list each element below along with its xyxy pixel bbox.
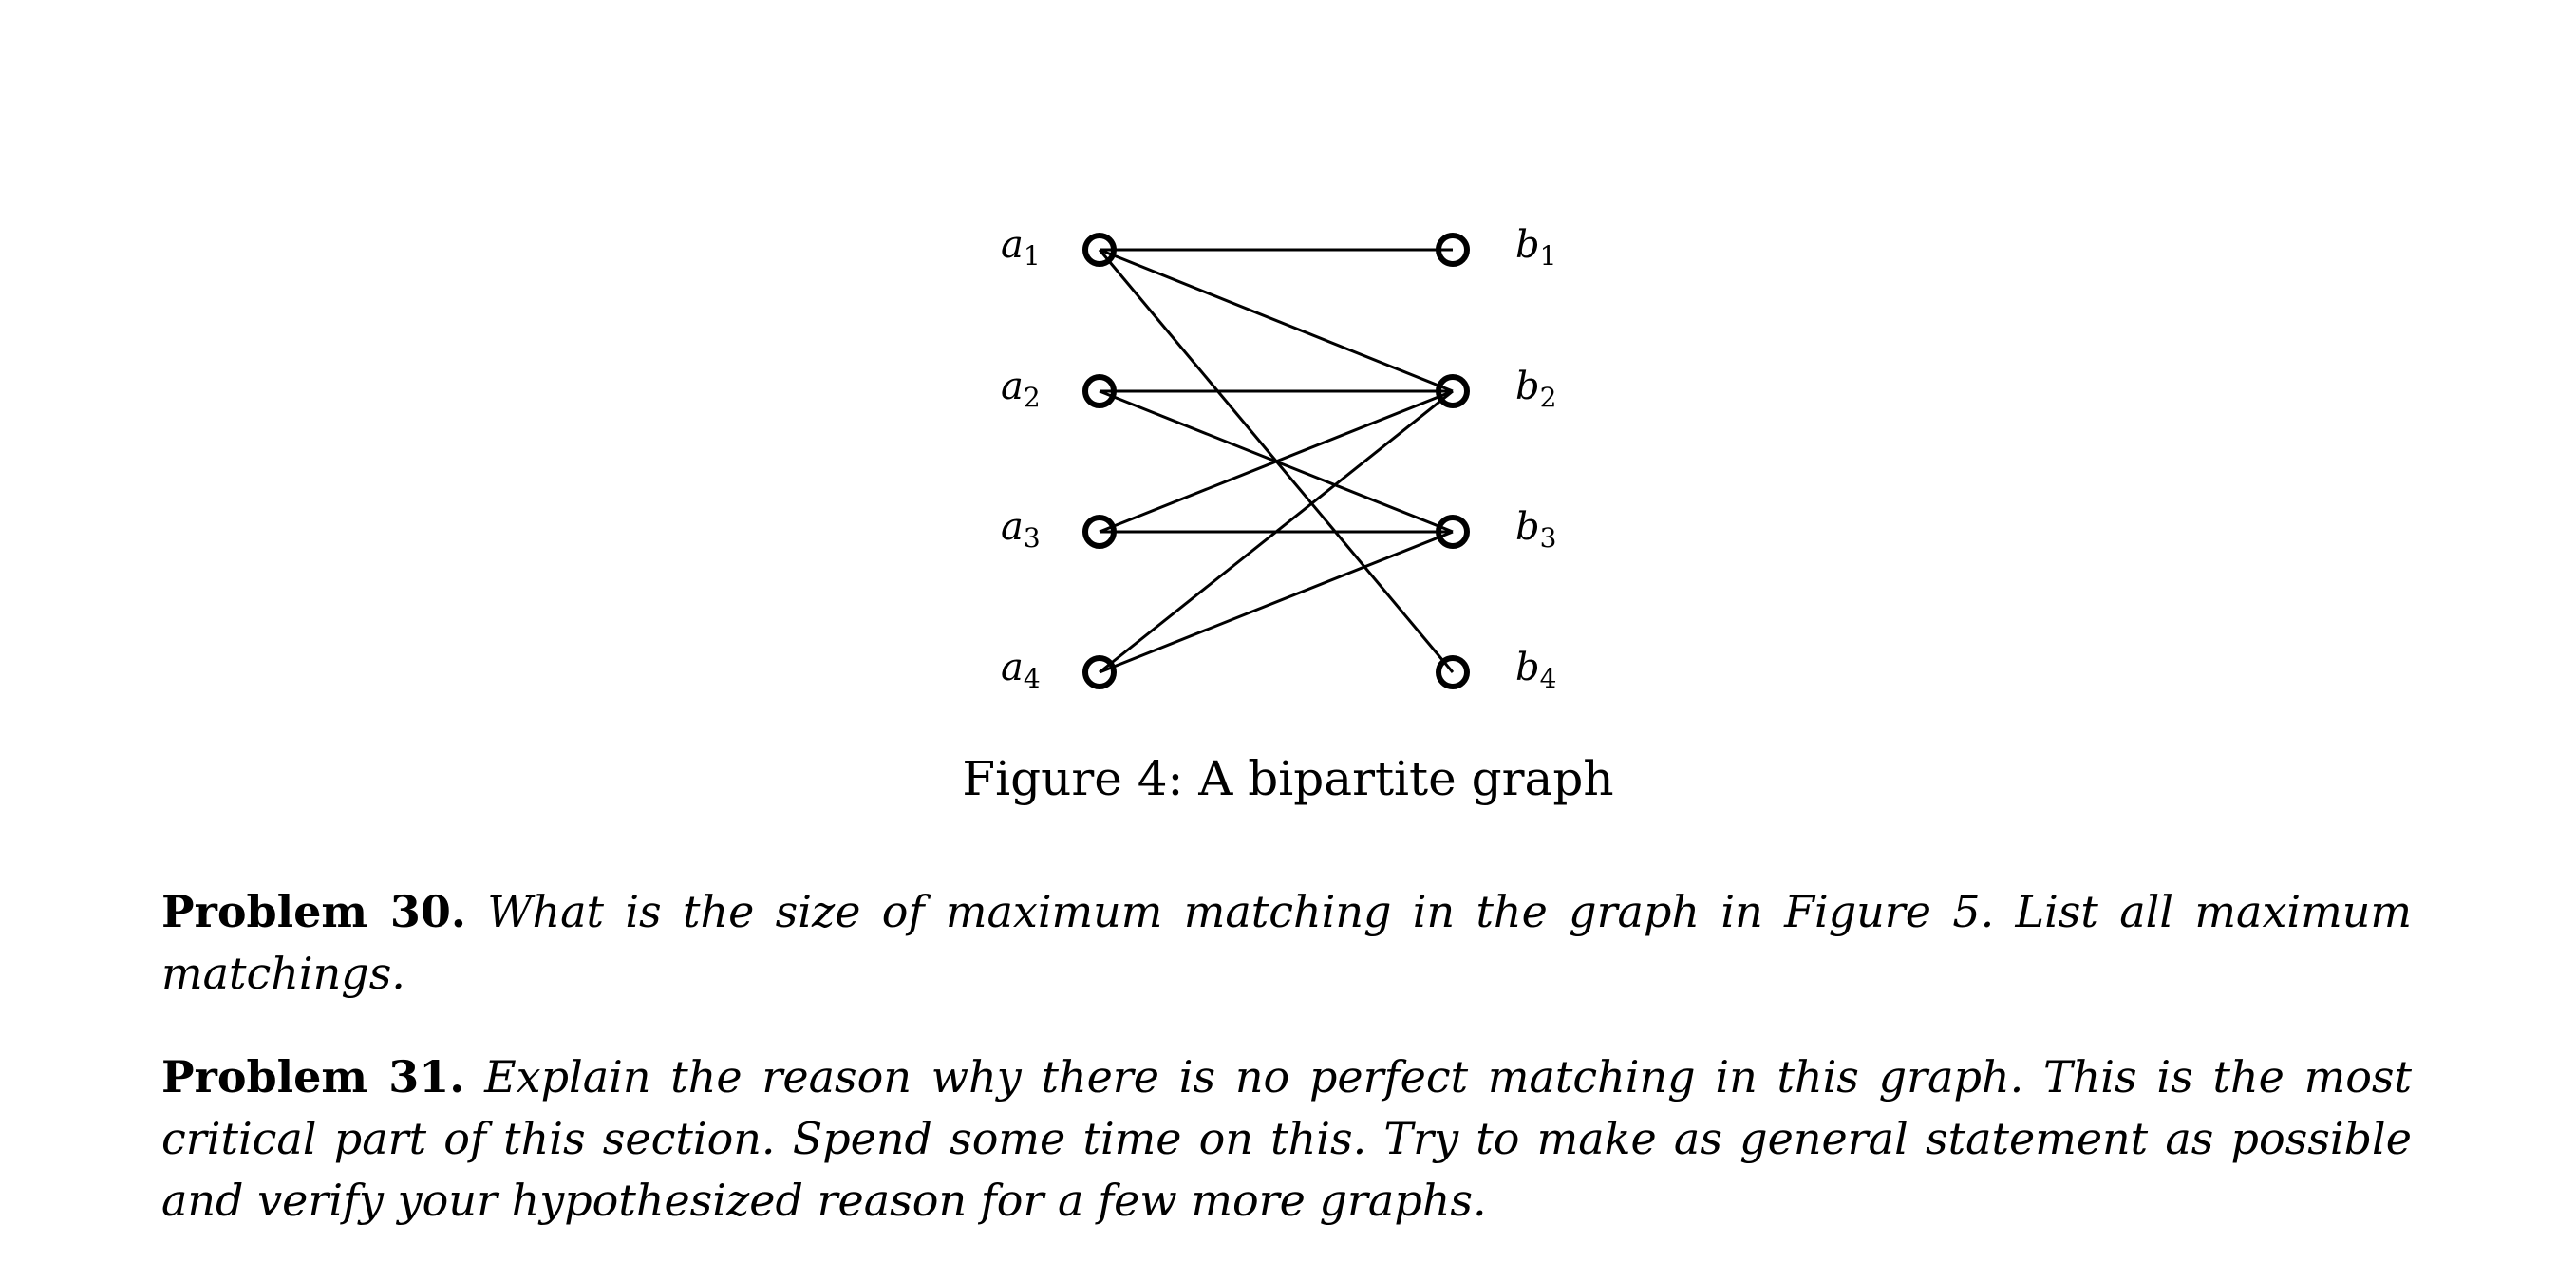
problem-31: Problem 31. Explain the reason why there… [161,1046,2412,1232]
bipartite-graph-figure: a1 a2 a3 a4 b1 b2 b3 b4 [1001,223,1556,694]
graph-nodes [1082,233,1470,689]
edge-a4-b2 [1099,389,1454,674]
node-label-a1: a1 [1001,223,1041,272]
node-label-b3: b3 [1515,505,1556,554]
graph-edges [1098,248,1455,674]
node-a3 [1082,515,1117,549]
problem-31-text: Explain the reason why there is no perfe… [161,1051,2412,1226]
problem-31-label: Problem 31. [161,1051,465,1102]
problem-30-label: Problem 30. [161,886,466,937]
node-b2 [1436,374,1470,408]
node-a1 [1082,233,1117,267]
node-label-b1: b1 [1515,223,1556,272]
problem-30: Problem 30. What is the size of maximum … [161,881,2412,1005]
node-label-a4: a4 [1001,646,1041,694]
node-label-b4: b4 [1515,646,1556,694]
node-label-a2: a2 [1001,365,1041,413]
node-label-b2: b2 [1515,365,1556,413]
edge-a4-b3 [1099,530,1454,674]
node-b1 [1436,233,1470,267]
node-a4 [1082,655,1117,689]
node-label-a3: a3 [1001,505,1041,554]
node-b3 [1436,515,1470,549]
edge-a1-b2 [1099,248,1454,393]
node-a2 [1082,374,1117,408]
problem-30-text: What is the size of maximum matching in … [161,886,2412,999]
node-b4 [1436,655,1470,689]
graph-labels: a1 a2 a3 a4 b1 b2 b3 b4 [1001,223,1556,694]
edge-a3-b2 [1099,389,1454,534]
figure-caption: Figure 4: A bipartite graph [962,751,1614,806]
